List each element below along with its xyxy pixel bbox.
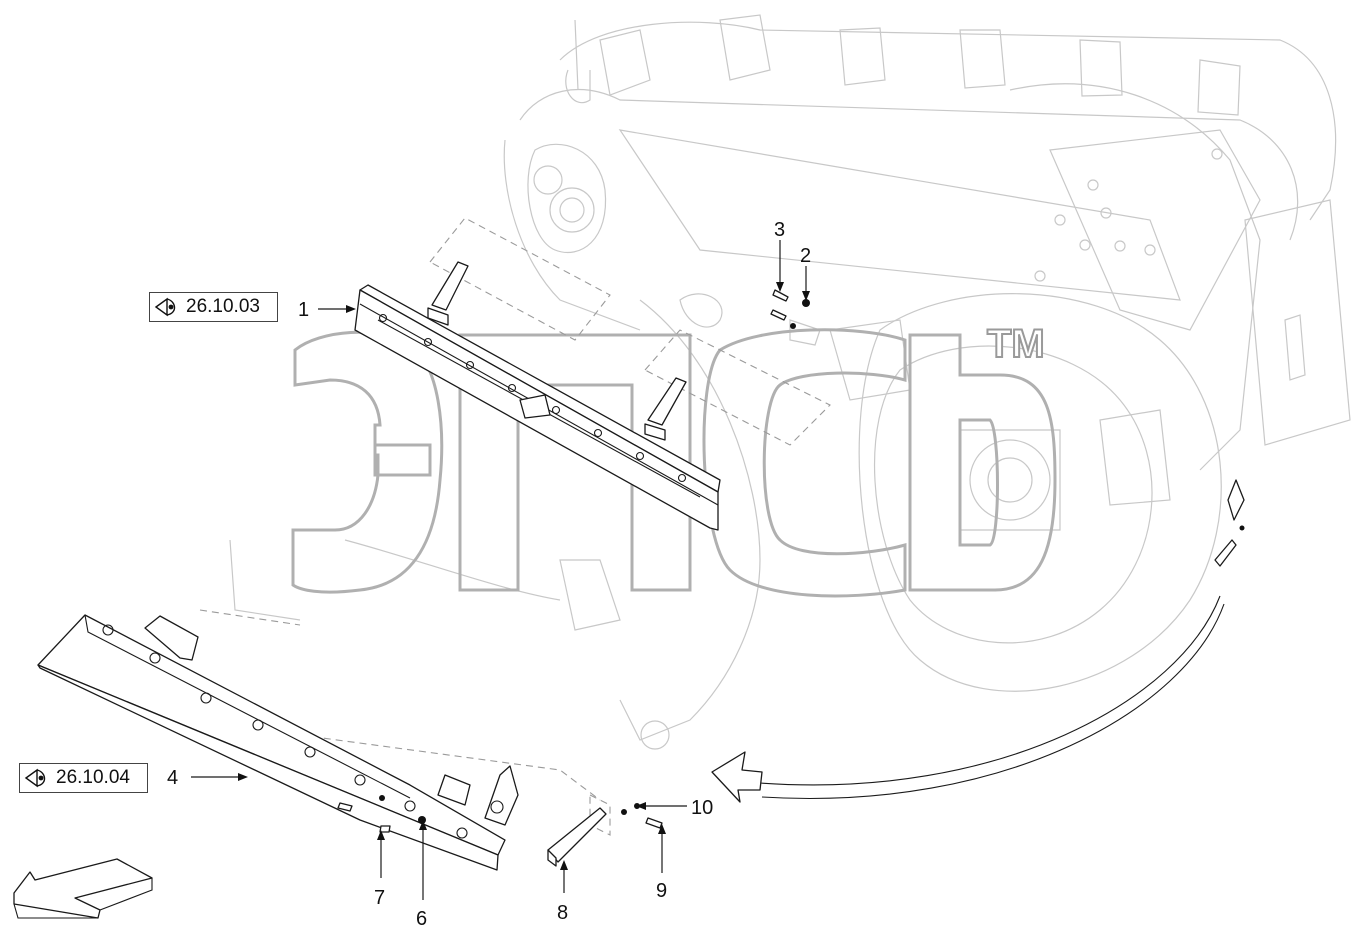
leader-lines [191,240,807,900]
callout-3: 3 [774,219,785,241]
side-bracket [1214,479,1245,567]
view-reference-icon [154,297,176,317]
trademark-symbol: TM [987,322,1045,366]
curved-arrow-icon [711,595,1225,803]
leader-arrowheads [238,282,810,870]
reference-link-bottom[interactable]: 26.10.04 [19,763,148,793]
machine-background [229,14,1351,750]
watermark-logo: TM [291,321,1057,598]
reference-link-top[interactable]: 26.10.03 [149,292,278,322]
fasteners-lower [337,794,663,867]
reference-code: 26.10.03 [186,296,260,317]
callout-8: 8 [557,902,568,924]
callout-9: 9 [656,880,667,902]
direction-arrow-icon [13,858,153,919]
callout-10: 10 [691,797,713,819]
part-4-scraper-bar [37,609,601,871]
view-reference-icon [24,768,46,788]
part-1-scraper-bar [354,217,831,531]
fasteners-upper [770,289,810,329]
callout-7: 7 [374,887,385,909]
callout-labels: 1 2 3 4 6 7 8 9 10 [167,219,811,930]
callout-2: 2 [800,245,811,267]
callout-4: 4 [167,767,178,789]
reference-code: 26.10.04 [56,767,130,788]
callout-6: 6 [416,908,427,930]
callout-1: 1 [298,299,309,321]
